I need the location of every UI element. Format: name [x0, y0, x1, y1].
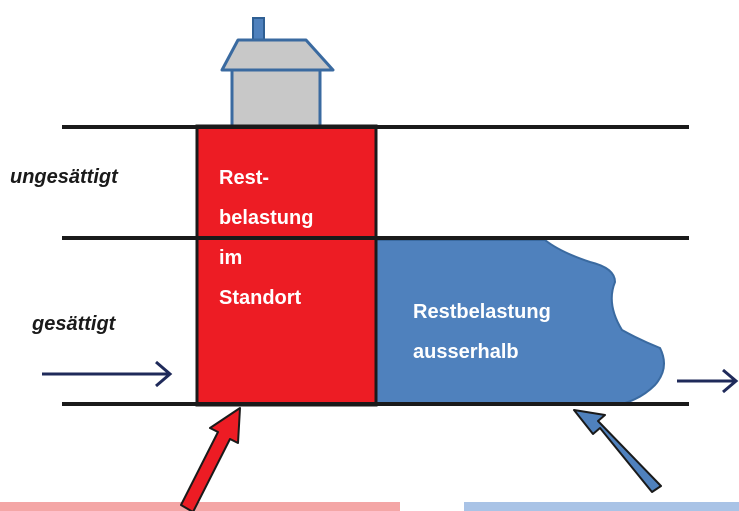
- offsite-label-line-2: ausserhalb: [413, 341, 519, 363]
- saturated-zone-label: gesättigt: [31, 313, 117, 335]
- house-icon: [220, 17, 335, 128]
- offsite-label-line-1: Restbelastung: [413, 301, 551, 323]
- onsite-label-line-3: im: [219, 247, 242, 269]
- onsite-label-line-2: belastung: [219, 207, 313, 229]
- onsite-label-line-1: Rest-: [219, 167, 269, 189]
- bottom-bar-red: [0, 502, 400, 511]
- onsite-label-line-4: Standort: [219, 287, 302, 309]
- unsaturated-zone-label: ungesättigt: [10, 166, 119, 188]
- onsite-column: [195, 124, 378, 407]
- bottom-bar-blue: [464, 502, 739, 511]
- flow-arrow-out-icon: [677, 368, 739, 394]
- flow-arrow-in-icon: [42, 360, 173, 388]
- offsite-plume: [374, 239, 665, 406]
- red-up-arrow-icon: [180, 407, 241, 511]
- blue-up-arrow-icon: [573, 409, 662, 493]
